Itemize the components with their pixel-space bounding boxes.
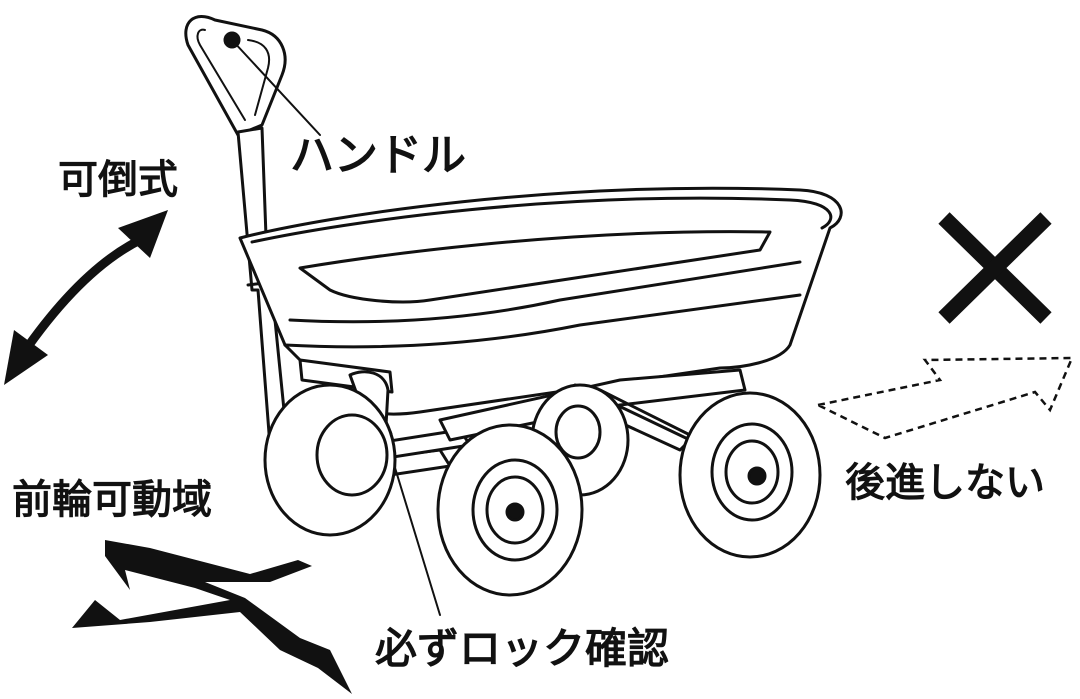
handle-grip — [184, 14, 287, 137]
rear-right-wheel — [678, 391, 822, 559]
dashed-arrow-icon — [814, 356, 1074, 440]
front-wheel-range-label: 前輪可動域 — [12, 477, 212, 523]
no-reverse-label: 後進しない — [845, 460, 1045, 506]
lock-check-label: 必ずロック確認 — [375, 624, 670, 673]
front-left-wheel — [263, 383, 397, 537]
handle-label: ハンドル — [290, 130, 466, 181]
tilt-label: 可倒式 — [58, 157, 178, 203]
front-wheel-arrows-icon — [72, 540, 352, 694]
tilt-arrow-icon — [4, 210, 168, 385]
dump-tub — [238, 186, 843, 416]
front-right-wheel — [436, 423, 584, 597]
handle-leader-line — [231, 39, 321, 136]
x-mark-icon — [938, 212, 1052, 324]
wagon-illustration — [184, 14, 843, 616]
